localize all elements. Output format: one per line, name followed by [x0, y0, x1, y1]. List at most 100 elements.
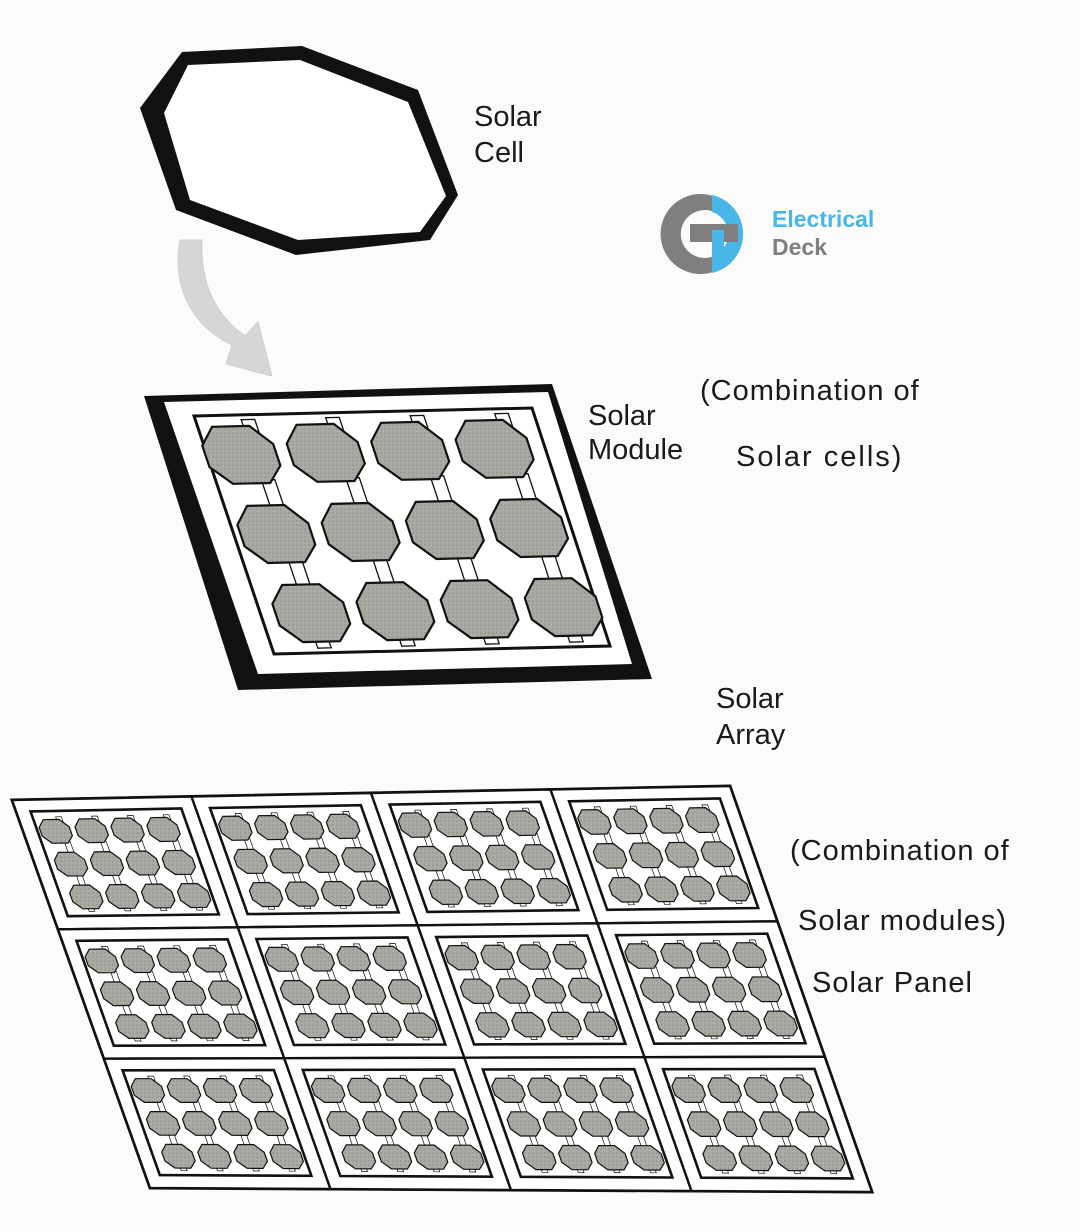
- panel-cell: [608, 876, 643, 903]
- solar-panel-label: Solar Panel: [812, 967, 973, 999]
- panel-cell: [217, 1110, 253, 1137]
- panel-cell: [372, 945, 408, 972]
- panel-module: [548, 784, 779, 925]
- panel-cell: [506, 1111, 542, 1137]
- panel-module-border: [120, 1068, 314, 1178]
- panel-cell: [428, 879, 464, 906]
- panel-cell: [763, 1010, 799, 1037]
- solar-module-label-line1: Solar: [588, 400, 656, 432]
- panel-cell: [176, 882, 212, 909]
- panel-cell: [104, 883, 140, 910]
- panel-cell: [448, 845, 484, 871]
- solar-array-label-line1: Solar: [716, 683, 784, 715]
- panel-cell: [495, 978, 531, 1004]
- module-cell-grid: [201, 412, 604, 649]
- panel-module-border: [254, 936, 448, 1047]
- module-cell: [355, 581, 436, 642]
- panel-module: [416, 922, 647, 1059]
- panel-module-border: [387, 800, 581, 914]
- panel-module: [462, 1055, 694, 1193]
- panel-cell: [295, 1013, 330, 1039]
- panel-cell: [223, 1013, 258, 1039]
- panel-cell: [248, 881, 284, 908]
- panel-cell: [484, 844, 520, 871]
- panel-cell: [315, 979, 351, 1005]
- panel-cell: [500, 878, 536, 905]
- module-cell: [320, 501, 401, 563]
- panel-cell: [130, 1078, 166, 1104]
- panel-cell: [592, 842, 628, 869]
- panel-cell: [727, 1010, 763, 1037]
- panel-cell: [336, 945, 372, 972]
- panel-cell: [527, 1077, 562, 1104]
- panel-cell: [469, 810, 505, 837]
- panel-description-line1: (Combination of: [790, 835, 1010, 867]
- panel-cell: [233, 848, 269, 875]
- panel-cell: [491, 1077, 526, 1104]
- panel-cell: [320, 880, 356, 907]
- panel-cell: [269, 1144, 305, 1170]
- panel-cell: [171, 980, 207, 1006]
- watermark-text-line2: Deck: [772, 234, 827, 260]
- panel-cell: [732, 942, 767, 969]
- panel-cell: [594, 1144, 629, 1171]
- panel-cell: [557, 1144, 593, 1171]
- panel-cell: [583, 1011, 618, 1038]
- panel-cell: [434, 1111, 470, 1137]
- panel-cell: [269, 848, 304, 874]
- panel-description-line2: Solar modules): [798, 905, 1008, 937]
- solar-array-label-line2: Array: [716, 719, 786, 751]
- panel-cell: [671, 1077, 707, 1104]
- panel-cell: [377, 1144, 413, 1170]
- panel-cell: [475, 1012, 510, 1038]
- panel-cell: [279, 979, 315, 1006]
- module-cell: [439, 579, 520, 640]
- panel-cell: [644, 876, 679, 903]
- panel-cell: [684, 806, 720, 834]
- panel-cell: [722, 1111, 758, 1138]
- panel-cell: [664, 841, 700, 868]
- solar-cell-shape: [140, 46, 458, 255]
- module-cell: [236, 503, 317, 565]
- panel-cell: [686, 1111, 722, 1138]
- panel-cell: [202, 1077, 238, 1104]
- panel-cell: [624, 943, 659, 969]
- panel-cell: [382, 1077, 418, 1104]
- panel-cell: [413, 1144, 449, 1170]
- module-cell: [201, 424, 282, 485]
- panel-cell: [397, 812, 433, 838]
- panel-cell: [649, 807, 684, 834]
- panel-cell: [125, 850, 161, 876]
- panel-cell: [516, 944, 552, 970]
- solar-cell-label-line2: Cell: [474, 137, 524, 169]
- module-cell: [454, 418, 535, 479]
- panel-cell: [680, 875, 715, 902]
- panel-cell: [547, 1011, 582, 1038]
- electrical-deck-logo: [660, 194, 744, 274]
- panel-cell: [747, 976, 783, 1003]
- panel-cell: [577, 808, 612, 835]
- panel-cell: [140, 883, 176, 909]
- panel-module-grid: [10, 784, 874, 1194]
- panel-cell: [464, 878, 500, 905]
- panel-cell: [151, 1013, 186, 1039]
- panel-module-border: [434, 934, 628, 1046]
- watermark-text-line1: Electrical: [772, 206, 875, 232]
- solar-module-label-line2: Module: [588, 434, 684, 466]
- panel-cell: [351, 979, 387, 1005]
- panel-cell: [578, 1111, 614, 1137]
- panel-cell: [563, 1077, 598, 1104]
- panel-cell: [197, 1143, 232, 1169]
- panel-cell: [398, 1111, 434, 1137]
- panel-cell: [696, 942, 731, 969]
- panel-cell: [639, 977, 675, 1003]
- panel-cell: [84, 948, 120, 974]
- panel-cell: [218, 815, 253, 841]
- panel-cell: [305, 847, 340, 874]
- panel-cell: [433, 811, 469, 838]
- panel-cell: [552, 943, 587, 970]
- panel-cell: [264, 946, 300, 972]
- panel-module: [369, 788, 600, 927]
- panel-cell: [38, 818, 74, 844]
